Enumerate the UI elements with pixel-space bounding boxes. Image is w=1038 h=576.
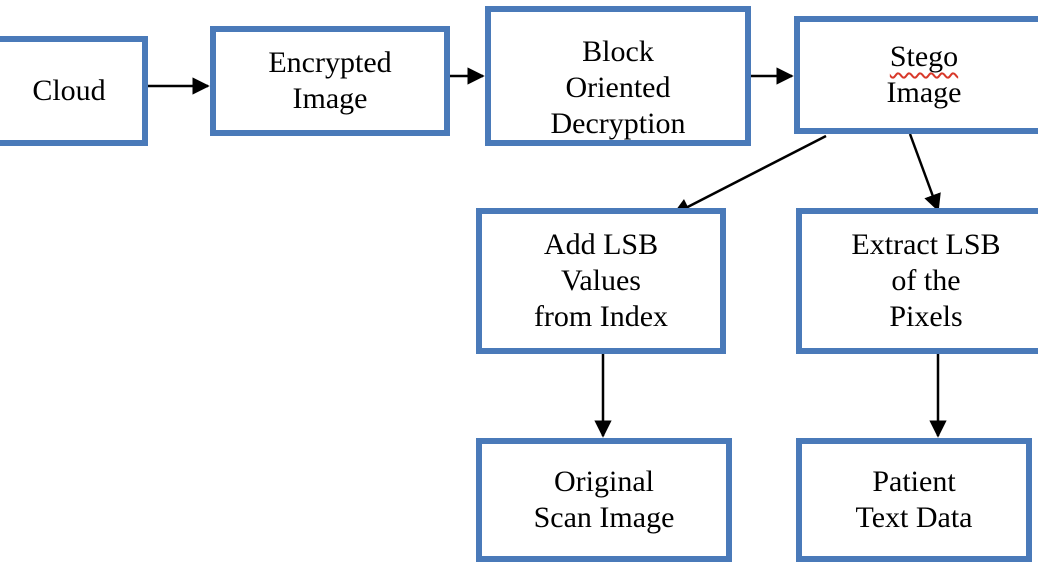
arrow-stego-to-extract — [908, 133, 941, 212]
node-block-line-3: Decryption — [550, 107, 686, 140]
node-extract-lsb-line-2: of the — [891, 264, 961, 297]
node-extract-lsb-line-1: Extract LSB — [851, 228, 1001, 261]
node-encrypted-image-line-1: Encrypted — [268, 46, 392, 79]
node-cloud-line-1: Cloud — [32, 74, 106, 107]
node-patient-line-2: Text Data — [855, 501, 973, 534]
node-encrypted-image: Encrypted Image — [210, 26, 450, 136]
node-add-lsb-line-1: Add LSB — [543, 228, 659, 261]
node-add-lsb-line-2: Values — [561, 264, 641, 297]
node-extract-lsb-line-3: Pixels — [889, 300, 963, 333]
node-block-line-1: Block — [582, 35, 654, 68]
node-extract-lsb: Extract LSB of the Pixels — [796, 208, 1038, 354]
node-original-scan-image: Original Scan Image — [476, 438, 732, 562]
node-patient-line-1: Patient — [872, 465, 956, 498]
node-stego-image: Stego Image — [794, 16, 1038, 134]
node-add-lsb-line-3: from Index — [533, 300, 669, 333]
node-stego-line-1: Stego — [889, 40, 959, 73]
arrow-stego-to-addlsb — [672, 134, 827, 216]
node-original-line-1: Original — [554, 465, 654, 498]
node-original-line-2: Scan Image — [533, 501, 675, 534]
node-stego-line-2: Image — [886, 76, 962, 109]
node-block-line-2: Oriented — [565, 71, 671, 104]
node-encrypted-image-line-2: Image — [292, 82, 368, 115]
node-cloud: Cloud — [0, 36, 148, 146]
node-add-lsb-values: Add LSB Values from Index — [476, 208, 726, 354]
node-block-oriented-decryption: Block Oriented Decryption — [485, 6, 751, 146]
node-patient-text-data: Patient Text Data — [796, 438, 1032, 562]
